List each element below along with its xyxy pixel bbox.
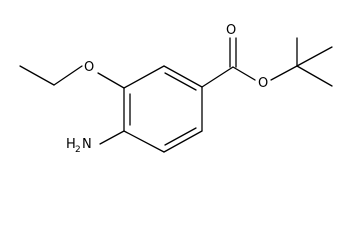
tbutyl-methyl-right-down bbox=[296, 65, 333, 87]
tbutyl-methyl-right-up bbox=[296, 46, 333, 67]
ring-bond-bottom-right bbox=[163, 130, 203, 153]
carbonyl-to-ester-oxygen-bond bbox=[232, 66, 256, 81]
ring-double-bond-inner-3 bbox=[164, 127, 197, 146]
amine-group bbox=[99, 130, 125, 145]
chemical-structure: O O O H 2 N bbox=[19, 23, 333, 155]
ether-oxygen-to-ethyl-bond bbox=[53, 65, 83, 86]
tert-butyl-group bbox=[296, 37, 333, 87]
ring-to-amine-bond bbox=[99, 130, 125, 145]
ester-group bbox=[201, 37, 298, 88]
ester-oxygen-to-tbutyl-bond bbox=[270, 65, 298, 81]
amine-nitrogen-label: N bbox=[82, 137, 92, 152]
ester-oxygen-label: O bbox=[258, 76, 268, 91]
benzene-ring bbox=[123, 65, 203, 153]
ethyl-terminal-bond bbox=[19, 65, 55, 86]
ring-to-carbonyl-bond bbox=[201, 66, 234, 88]
ring-bond-top-right bbox=[163, 65, 203, 88]
ring-double-bond-inner-2 bbox=[164, 72, 197, 91]
ethoxy-group bbox=[19, 65, 125, 89]
amine-hydrogen-label: H bbox=[66, 137, 76, 152]
ether-oxygen-label: O bbox=[84, 60, 94, 75]
amine-label: H 2 N bbox=[66, 137, 92, 155]
ring-bond-top-left bbox=[123, 65, 165, 89]
carbonyl-oxygen-label: O bbox=[226, 23, 236, 38]
ring-bond-bottom-left bbox=[123, 130, 165, 153]
amine-hydrogen-count: 2 bbox=[75, 145, 81, 155]
ring-to-ether-oxygen-bond bbox=[97, 72, 125, 89]
